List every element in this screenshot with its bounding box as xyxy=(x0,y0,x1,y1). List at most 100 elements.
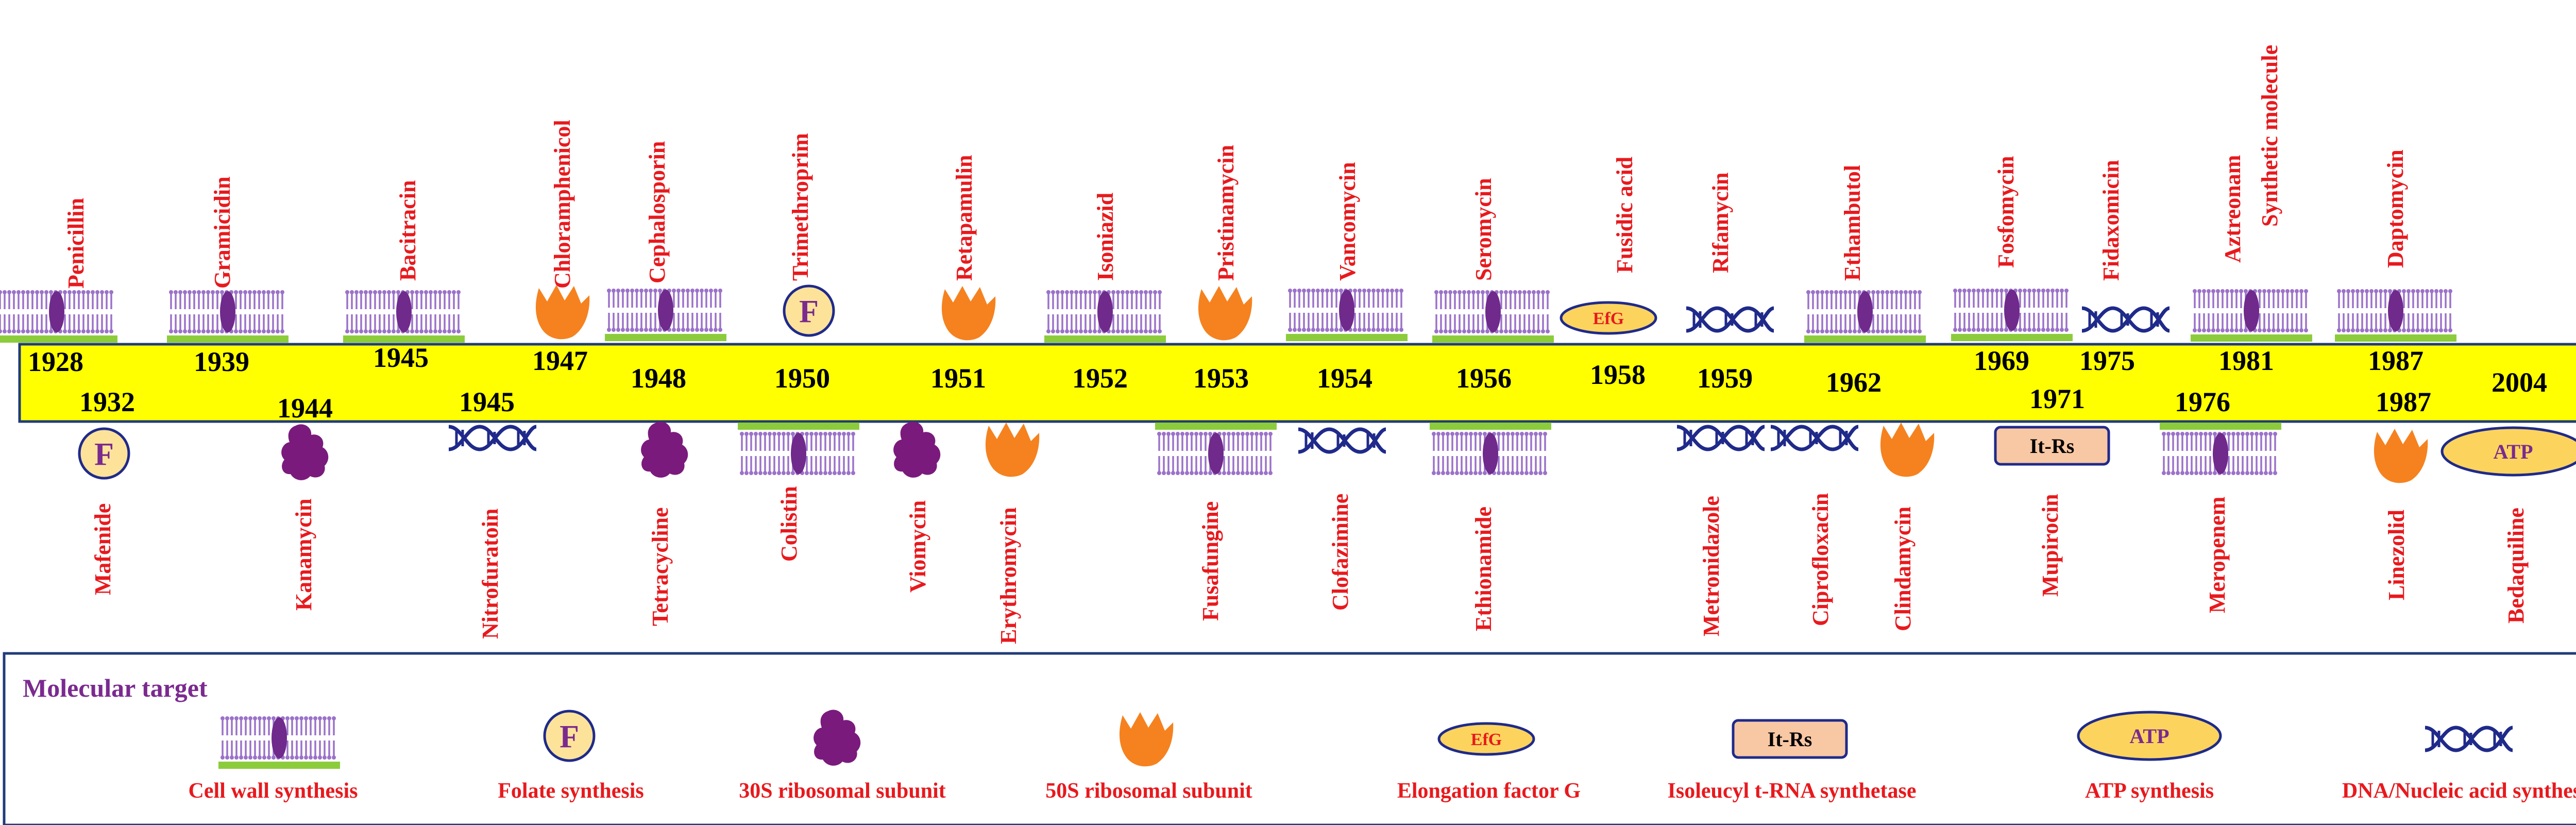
ribosome-30s-icon xyxy=(641,422,688,478)
drug-label: Pristinamycin xyxy=(1213,145,1239,281)
ribosome-50s-icon xyxy=(1880,423,1935,477)
drug-label: Trimethroprim xyxy=(788,133,813,281)
year-label: 1959 xyxy=(1697,363,1753,394)
legend-items: Cell wall synthesis F Folate synthesis 30S … xyxy=(188,710,2576,803)
year-label: 1953 xyxy=(1193,363,1249,394)
efg-icon: EfG xyxy=(1561,302,1656,333)
drug-label: Cephalosporin xyxy=(645,141,670,283)
efg-label: EfG xyxy=(1593,309,1624,328)
drug-label: Seromycin xyxy=(1471,178,1496,281)
timeline-event-bottom: Clindamycin xyxy=(1880,423,1935,631)
legend-item: F Folate synthesis xyxy=(498,711,644,803)
ribosome-50s-icon xyxy=(2374,429,2428,483)
ribosome-50s-icon xyxy=(535,285,590,340)
year-label: 1928 xyxy=(28,346,83,377)
atp-icon: ATP xyxy=(2442,428,2576,475)
drug-label: Vancomycin xyxy=(1335,162,1360,281)
year-label: 1959 xyxy=(1697,363,1753,394)
folate-label: F xyxy=(799,294,819,329)
cell-wall-icon xyxy=(1950,288,2074,342)
drug-label: Linezolid xyxy=(2384,510,2409,600)
cell-wall-icon xyxy=(217,715,341,770)
dna-icon xyxy=(449,427,536,449)
efg-icon: EfG xyxy=(1439,723,1534,754)
drug-label: Mafenide xyxy=(90,503,115,595)
timeline-event-top: 1952 Isoniazid xyxy=(1043,193,1167,394)
drug-label: Ciprofloxacin xyxy=(1808,493,1833,626)
year-label: 1951 xyxy=(930,363,986,394)
itrs-label: It-Rs xyxy=(1768,728,1812,751)
year-label: 1954 xyxy=(1317,363,1372,394)
legend-item-label: 50S ribosomal subunit xyxy=(1045,779,1252,803)
drug-label: Isoniazid xyxy=(1093,193,1118,281)
timeline-event-top: 1947 Chloramphenicol xyxy=(532,120,590,376)
year-label: 1932 xyxy=(79,386,135,417)
legend-box xyxy=(3,652,2576,825)
ribosome-50s-icon xyxy=(985,423,1040,477)
cell-wall-icon xyxy=(2159,422,2282,476)
drug-label: Metronidazole xyxy=(1699,496,1724,636)
drug-label: Erythromycin xyxy=(996,507,1021,644)
drug-label: Meropenem xyxy=(2205,497,2230,613)
timeline-event-top: 1948 Cephalosporin xyxy=(604,141,727,394)
drug-label: Bacitracin xyxy=(395,180,420,281)
atp-label: ATP xyxy=(2493,440,2533,463)
year-label: 1958 xyxy=(1590,359,1646,390)
efg-label: EfG xyxy=(1471,730,1502,749)
legend-item-label: Cell wall synthesis xyxy=(188,779,358,803)
drug-label: Rifamycin xyxy=(1708,172,1733,273)
ribosome-50s-icon xyxy=(941,286,996,341)
timeline-event-top: 1928 Penicillin xyxy=(0,198,118,377)
folate-icon: F xyxy=(79,429,129,478)
year-label: 1952 xyxy=(1072,363,1128,394)
timeline-event-top: 1953 Pristinamycin xyxy=(1193,145,1252,394)
year-label: 1947 xyxy=(532,345,588,376)
drug-label: Fidaxomicin xyxy=(2098,160,2124,281)
year-label: 1969 xyxy=(1974,345,2029,376)
year-label: 1953 xyxy=(1193,363,1249,394)
year-label: 1945 xyxy=(459,386,515,417)
year-label: 1950 xyxy=(774,363,830,394)
top-events: 1928Penicillin1939Gramicidin1945Bacitrac… xyxy=(0,45,2458,398)
legend-item-label: Folate synthesis xyxy=(498,779,644,803)
legend-item: Cell wall synthesis xyxy=(188,715,358,803)
folate-icon: F xyxy=(545,711,594,761)
drug-label: Tetracycline xyxy=(648,507,673,626)
drug-label: Bedaquiline xyxy=(2503,508,2529,624)
drug-label-secondary: Synthetic molecule xyxy=(2257,45,2282,227)
legend-item-label: Isoleucyl t-RNA synthetase xyxy=(1668,779,1917,803)
drug-label: Chloramphenicol xyxy=(550,120,575,289)
atp-label: ATP xyxy=(2129,725,2169,748)
folate-label: F xyxy=(560,719,579,754)
dna-icon xyxy=(2425,728,2513,750)
drug-label: Aztreonam xyxy=(2220,155,2245,263)
year-label: 1939 xyxy=(194,346,249,377)
year-label: 1976 xyxy=(2175,386,2230,417)
drug-label: Gramicidin xyxy=(210,176,235,289)
legend-item: DNA/Nucleic acid synthesis xyxy=(2342,728,2576,803)
bottom-events: 1932FMafenide1944Kanamycin1945Nitrofurat… xyxy=(79,363,2576,644)
cell-wall-icon xyxy=(737,422,860,476)
legend-item: 30S ribosomal subunit xyxy=(739,710,946,803)
itrs-label: It-Rs xyxy=(2030,434,2075,458)
drug-label: Penicillin xyxy=(63,198,89,289)
drug-label: Retapamulin xyxy=(952,155,977,281)
drug-label: Viomycin xyxy=(905,500,930,593)
cell-wall-icon xyxy=(0,289,118,344)
drug-label: Colistin xyxy=(776,486,802,562)
itrs-icon: It-Rs xyxy=(1733,720,1846,757)
year-label: 1948 xyxy=(631,363,686,394)
legend-item: 50S ribosomal subunit xyxy=(1045,712,1252,803)
ribosome-30s-icon xyxy=(893,422,941,478)
